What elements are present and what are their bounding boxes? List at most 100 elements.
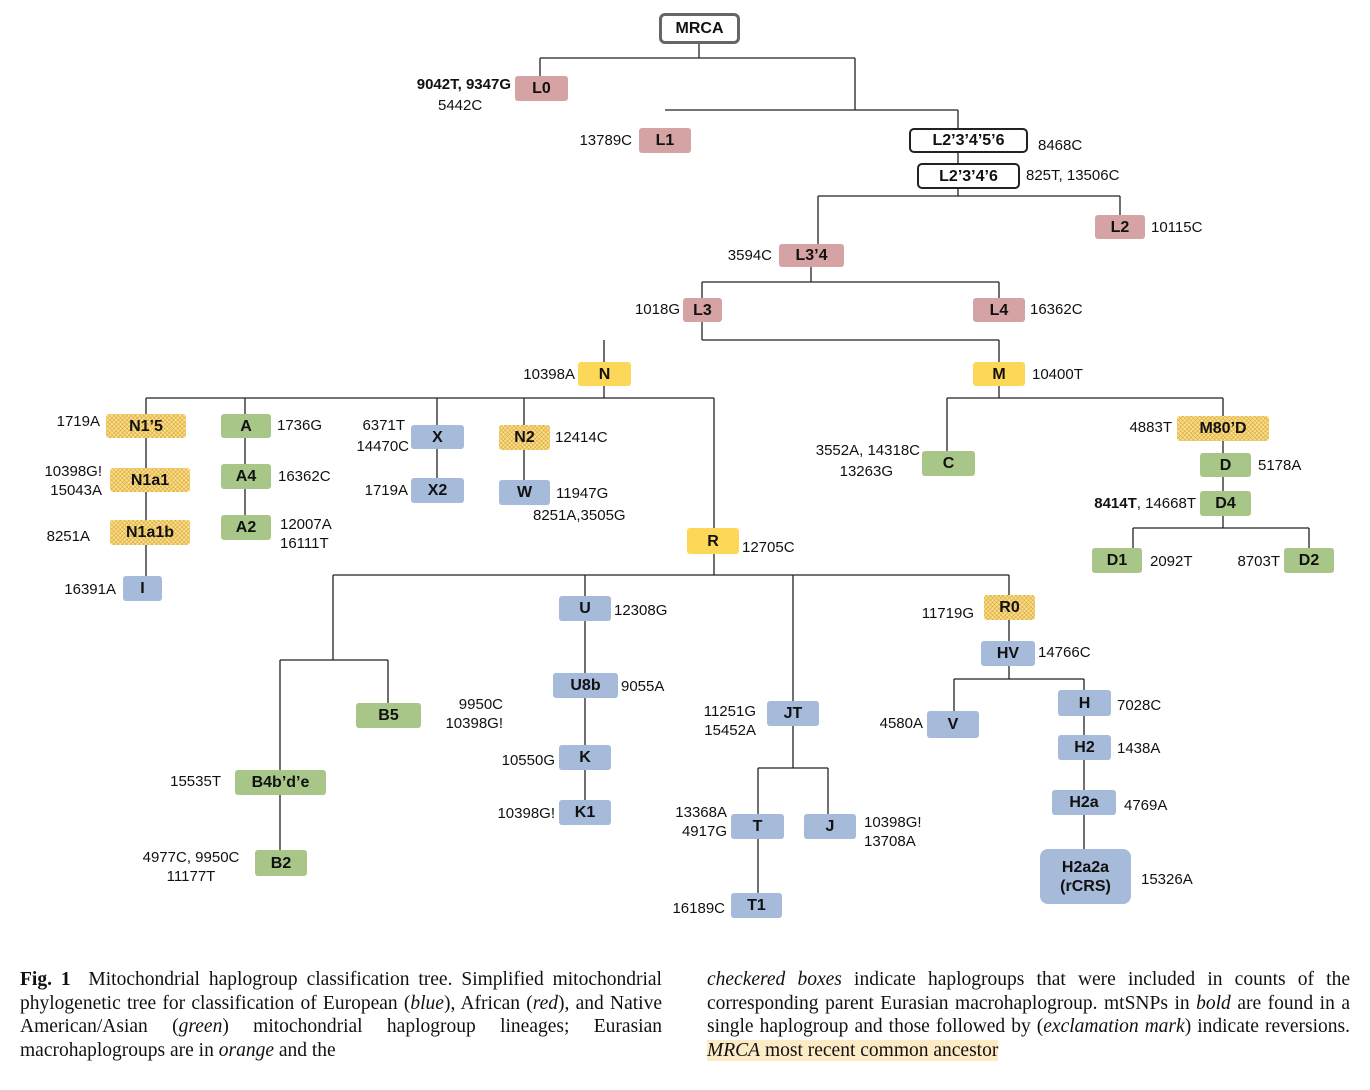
node-n: N: [578, 362, 631, 386]
snp-a2-2: 16111T: [280, 535, 329, 552]
snp-w-bold: 11947G: [556, 485, 609, 502]
node-l34: L3’4: [779, 244, 844, 267]
node-j: J: [804, 814, 856, 839]
caption-orange: orange: [218, 1039, 274, 1061]
tree-connectors: [145, 44, 1310, 893]
node-h2a2a: H2a2a (rCRS): [1040, 849, 1131, 904]
node-u8b: U8b: [553, 673, 618, 698]
snp-jt: 11251G 15452A: [704, 702, 756, 740]
node-l0: L0: [515, 76, 568, 101]
node-l2346: L2’3’4’6: [917, 163, 1020, 189]
snp-b2-1: 4977C, 9950C: [142, 849, 240, 866]
snp-a: 1736G: [277, 417, 323, 434]
node-jt: JT: [767, 701, 819, 726]
snp-a2-1: 12007A: [280, 516, 332, 533]
node-d4: D4: [1200, 491, 1251, 516]
snp-x2: 1719A: [364, 482, 408, 499]
node-a2: A2: [221, 515, 271, 540]
snp-n1a1-2: 15043A: [50, 482, 102, 499]
node-d2: D2: [1284, 548, 1334, 573]
snp-h2a: 4769A: [1124, 797, 1168, 814]
snp-j-2: 13708A: [864, 833, 916, 850]
caption-text-2: ), African (: [443, 992, 533, 1014]
node-r0: R0: [984, 595, 1035, 620]
caption-text-9: most recent common ancestor: [760, 1039, 999, 1061]
node-t1: T1: [731, 893, 782, 918]
snp-l4: 16362C: [1030, 301, 1083, 318]
snp-c-bold: 3552A, 14318C: [815, 442, 920, 459]
snp-k: 10550G: [501, 752, 555, 769]
node-d: D: [1200, 453, 1251, 477]
snp-n1a1b: 8251A: [46, 528, 90, 545]
snp-d: 5178A: [1258, 457, 1302, 474]
snp-l2: 10115C: [1151, 219, 1203, 236]
caption-mrca-highlight: MRCA most recent common ancestor: [707, 1039, 999, 1061]
snp-jt-1: 11251G: [703, 703, 756, 720]
snp-k1: 10398G!: [497, 805, 555, 822]
snp-a4: 16362C: [278, 468, 331, 485]
node-n1a1b: N1a1b: [110, 520, 190, 545]
snp-h2: 1438A: [1117, 740, 1161, 757]
figure-label: Fig. 1: [20, 969, 71, 990]
node-n15: N1’5: [106, 414, 186, 438]
node-h2a2a-line1: H2a2a: [1061, 858, 1110, 876]
node-l2: L2: [1095, 215, 1145, 239]
node-n2: N2: [499, 425, 550, 450]
node-l1: L1: [639, 128, 691, 153]
snp-n: 10398A: [523, 366, 575, 383]
caption-text-6: indicate haplogroups that were included …: [707, 969, 1350, 1014]
edge-mrca: [539, 44, 959, 128]
snp-t1: 16189C: [672, 900, 725, 917]
node-t: T: [731, 814, 784, 839]
caption-bold: bold: [1196, 992, 1231, 1014]
snp-d4-plain: , 14668T: [1136, 495, 1196, 512]
caption-blue: blue: [410, 992, 444, 1014]
snp-w-plain: 8251A,3505G: [533, 507, 626, 524]
snp-d4: 8414T, 14668T: [1094, 494, 1196, 513]
snp-b2: 4977C, 9950C 11177T: [138, 848, 244, 886]
snp-h2a2a: 15326A: [1141, 871, 1193, 888]
snp-x-bold: 6371T: [362, 417, 405, 434]
snp-v: 4580A: [879, 715, 923, 732]
node-h2a: H2a: [1052, 790, 1116, 815]
snp-t-2: 4917G: [681, 823, 727, 840]
snp-l34: 3594C: [727, 247, 772, 264]
snp-m: 10400T: [1032, 366, 1083, 383]
snp-d1: 2092T: [1150, 553, 1193, 570]
snp-m80d: 4883T: [1129, 419, 1172, 436]
snp-b4bde: 15535T: [170, 773, 221, 790]
node-b5: B5: [356, 703, 421, 728]
node-mrca: MRCA: [659, 13, 740, 44]
snp-t-1: 13368A: [675, 804, 727, 821]
snp-l1: 13789C: [579, 132, 632, 149]
node-a4: A4: [221, 464, 271, 489]
node-b4bde: B4b’d’e: [235, 770, 326, 795]
edge-l34: [701, 267, 1000, 298]
node-b2: B2: [255, 850, 307, 876]
node-k: K: [559, 745, 611, 770]
caption-green: green: [178, 1016, 223, 1037]
snp-u8b: 9055A: [621, 678, 665, 695]
snp-b2-2: 11177T: [166, 868, 216, 885]
snp-jt-2: 15452A: [704, 722, 756, 739]
caption-red: red: [532, 992, 559, 1014]
edge-jt: [757, 726, 829, 893]
snp-j: 10398G! 13708A: [864, 813, 922, 851]
node-u: U: [559, 596, 611, 621]
node-h2: H2: [1058, 735, 1111, 760]
edge-m: [946, 386, 1310, 548]
node-k1: K1: [559, 800, 611, 825]
caption-checkered: checkered boxes: [707, 969, 842, 990]
snp-n15: 1719A: [56, 413, 100, 430]
caption-text-4: ) mitochondrial haplogroup lineages; Eur…: [20, 1016, 662, 1061]
caption-text-5: and the: [273, 1039, 336, 1061]
node-m: M: [973, 362, 1025, 386]
node-h: H: [1058, 690, 1111, 716]
snp-u: 12308G: [614, 602, 668, 619]
edge-n: [145, 386, 715, 528]
caption-right-column: checkered boxes indicate haplogroups tha…: [707, 968, 1350, 1062]
edge-r0: [953, 620, 1085, 849]
snp-l2346: 825T, 13506C: [1026, 167, 1120, 184]
snp-h: 7028C: [1117, 697, 1162, 714]
snp-i: 16391A: [64, 581, 116, 598]
